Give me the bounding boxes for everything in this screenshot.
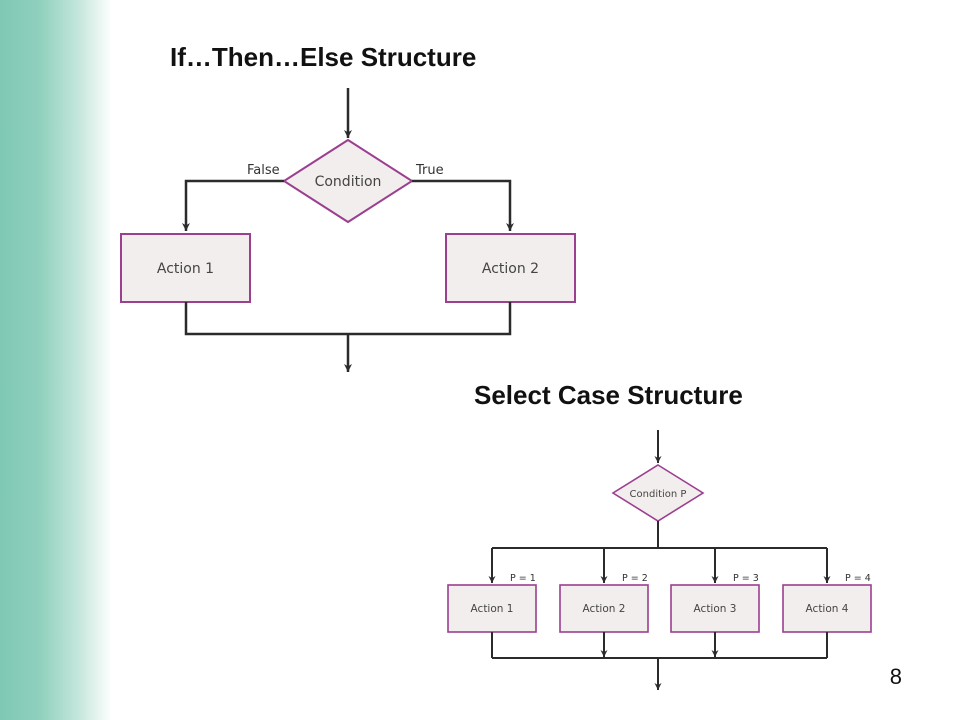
select-case-2-action-box: [559, 584, 649, 633]
select-case-2-action-label: Action 2: [583, 603, 626, 615]
select-case-3-action-label: Action 3: [694, 603, 737, 615]
select-case-flowchart: Condition P P = 1 Action 1 P = 2 Action …: [447, 430, 872, 690]
select-case-3-guard: P = 3: [733, 573, 759, 584]
select-case-4-action-label: Action 4: [806, 603, 849, 615]
if-condition-diamond: [282, 138, 414, 224]
select-case-1-action-box: [447, 584, 537, 633]
if-true-label: True: [415, 163, 444, 178]
if-condition-label: Condition: [315, 174, 382, 190]
side-gradient-band: [0, 0, 112, 720]
if-then-else-flowchart: Condition False True Action 1 Action 2: [120, 88, 576, 372]
select-case-4-guard: P = 4: [845, 573, 871, 584]
if-true-branch-arrow: [412, 179, 514, 231]
select-case-1-action-label: Action 1: [471, 603, 514, 615]
select-case-title: Select Case Structure: [474, 380, 743, 410]
if-action-1-box: [120, 233, 251, 303]
if-action-2-box: [445, 233, 576, 303]
if-action-2-label: Action 2: [482, 261, 539, 277]
select-case-3-action-box: [670, 584, 760, 633]
if-then-else-title: If…Then…Else Structure: [170, 42, 477, 72]
if-merge-line: [184, 302, 512, 336]
select-case-1-guard: P = 1: [510, 573, 536, 584]
if-false-label: False: [247, 163, 280, 178]
select-condition-label: Condition P: [630, 489, 687, 500]
select-case-2-guard: P = 2: [622, 573, 648, 584]
page-number: 8: [889, 664, 902, 689]
select-case-4-action-box: [782, 584, 872, 633]
if-false-branch-arrow: [182, 179, 284, 231]
if-action-1-label: Action 1: [157, 261, 214, 277]
